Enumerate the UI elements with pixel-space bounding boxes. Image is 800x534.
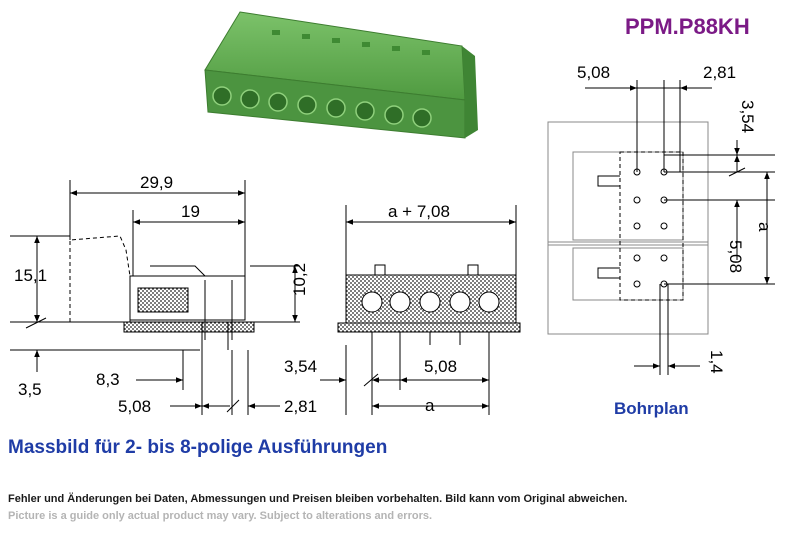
dim-drill-pitch-v: 5,08 <box>726 240 745 273</box>
drill-plan-labels: 5,08 2,81 3,54 a 5,08 1,4 <box>577 63 774 374</box>
dim-pin-length: 3,5 <box>18 380 42 399</box>
dim-drill-offset-h: 2,81 <box>703 63 736 82</box>
drill-plan-title: Bohrplan <box>614 399 689 418</box>
front-view <box>320 205 521 415</box>
dim-pin-offset: 8,3 <box>96 370 120 389</box>
dim-drill-pitch-h: 5,08 <box>577 63 610 82</box>
drill-plan <box>547 80 775 375</box>
dim-overall-length: 29,9 <box>140 173 173 192</box>
part-code-title: PPM.P88KH <box>625 14 750 39</box>
dim-edge-offset: 3,54 <box>284 357 317 376</box>
dim-front-pitch: 5,08 <box>424 357 457 376</box>
dim-span: a <box>425 396 435 415</box>
disclaimer-english: Picture is a guide only actual product m… <box>8 510 433 522</box>
disclaimer-german: Fehler und Änderungen bei Daten, Abmessu… <box>8 493 628 505</box>
dim-drill-offset-v: 3,54 <box>738 100 757 133</box>
dim-height-right: 10,2 <box>290 263 309 296</box>
side-view-labels: 29,9 19 15,1 10,2 3,5 8,3 5,08 2,81 <box>14 173 317 416</box>
drawing-caption: Massbild für 2- bis 8-polige Ausführunge… <box>8 437 388 458</box>
product-image <box>204 11 478 139</box>
side-view <box>10 180 300 415</box>
dim-height: 15,1 <box>14 266 47 285</box>
dim-pitch: 5,08 <box>118 397 151 416</box>
dim-width: a + 7,08 <box>388 202 450 221</box>
dim-pin-inset: 2,81 <box>284 397 317 416</box>
dim-drill-span-v: a <box>755 222 774 232</box>
dim-body-length: 19 <box>181 202 200 221</box>
front-view-labels: a + 7,08 3,54 5,08 a <box>284 202 457 415</box>
dim-hole-diameter: 1,4 <box>707 350 726 374</box>
